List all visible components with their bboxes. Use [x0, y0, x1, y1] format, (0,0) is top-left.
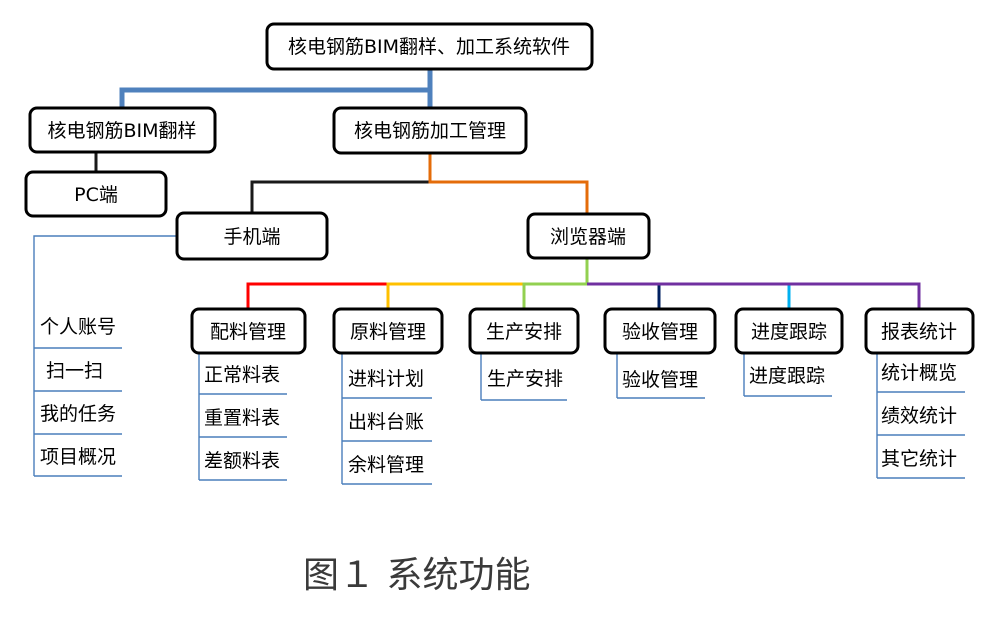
- category-yanshou: 验收管理: [603, 307, 717, 355]
- category-label: 进度跟踪: [751, 321, 827, 343]
- browser-node: 浏览器端: [526, 212, 651, 260]
- mobile-leaf-bracket: [33, 235, 177, 476]
- connector-mgmt-browser: [428, 153, 589, 214]
- connector-cat-yuanliao: [386, 282, 587, 309]
- connector-cat-jindu: [587, 282, 791, 309]
- bim-node: 核电钢筋BIM翻样: [28, 106, 217, 154]
- category-item: 余料管理: [348, 454, 424, 476]
- connector-mgmt-mobile: [250, 153, 432, 213]
- category-item: 正常料表: [204, 364, 280, 386]
- connector-cat-yanshou: [587, 282, 661, 309]
- browser-node-label: 浏览器端: [550, 226, 626, 248]
- mobile-node-label: 手机端: [223, 226, 280, 248]
- figure-caption: 图１ 系统功能: [303, 555, 530, 596]
- category-item: 验收管理: [622, 369, 698, 391]
- category-item: 进度跟踪: [749, 365, 825, 387]
- bim-node-label: 核电钢筋BIM翻样: [47, 120, 196, 142]
- category-item: 重置料表: [204, 407, 280, 429]
- category-label: 原料管理: [350, 321, 426, 343]
- category-shengchan: 生产安排: [468, 307, 580, 355]
- category-peiliao: 配料管理: [190, 307, 307, 355]
- category-label: 生产安排: [486, 321, 562, 343]
- mobile-item: 我的任务: [40, 403, 116, 425]
- category-item: 出料台账: [348, 411, 424, 433]
- root-node: 核电钢筋BIM翻样、加工系统软件: [265, 22, 594, 71]
- connector-root-bim: [119, 69, 433, 108]
- category-item: 统计概览: [881, 362, 957, 384]
- category-label: 配料管理: [210, 321, 286, 343]
- category-item: 差额料表: [204, 450, 280, 472]
- root-node-label: 核电钢筋BIM翻样、加工系统软件: [288, 36, 570, 58]
- mobile-item: 个人账号: [40, 316, 116, 338]
- pc-node-label: PC端: [74, 184, 118, 206]
- category-jindu: 进度跟踪: [734, 307, 844, 355]
- category-label: 报表统计: [881, 321, 957, 343]
- connector-cat-baobiao: [587, 282, 921, 309]
- connector-cat-peiliao: [246, 282, 587, 309]
- mobile-item: 项目概况: [40, 446, 116, 468]
- mobile-item: 扫一扫: [46, 360, 103, 382]
- category-baobiao: 报表统计: [864, 307, 975, 355]
- pc-node: PC端: [24, 170, 168, 218]
- connector-cat-shengchan: [522, 282, 587, 309]
- mgmt-node: 核电钢筋加工管理: [332, 106, 528, 155]
- mobile-node: 手机端: [175, 211, 329, 261]
- mgmt-node-label: 核电钢筋加工管理: [354, 120, 506, 142]
- category-item: 生产安排: [487, 368, 563, 390]
- category-label: 验收管理: [622, 321, 698, 343]
- category-item: 进料计划: [348, 368, 424, 390]
- category-item: 绩效统计: [881, 405, 957, 427]
- category-yuanliao: 原料管理: [332, 307, 444, 355]
- category-item: 其它统计: [881, 448, 957, 470]
